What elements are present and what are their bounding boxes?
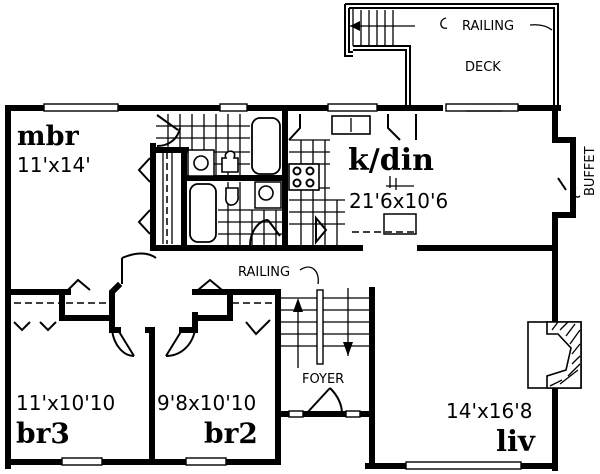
hall-walls bbox=[5, 252, 375, 469]
arrow-down-icon bbox=[343, 342, 353, 356]
windows bbox=[43, 103, 522, 470]
room-name-kdin: k/din bbox=[348, 143, 434, 178]
toilet-icon bbox=[225, 187, 239, 206]
bathtub-icon bbox=[189, 183, 217, 243]
room-liv: 14'x16'8 liv bbox=[446, 321, 582, 458]
room-name-br3: br3 bbox=[16, 417, 70, 450]
room-br2: 9'8x10'10 br2 bbox=[157, 391, 258, 450]
toilet-icon bbox=[221, 150, 239, 173]
buffet-label: BUFFET bbox=[583, 146, 598, 196]
room-name-liv: liv bbox=[496, 424, 536, 458]
room-name-mbr: mbr bbox=[17, 121, 79, 152]
stair-railing bbox=[316, 289, 324, 365]
room-dims-liv: 14'x16'8 bbox=[446, 399, 532, 423]
deck-stairs bbox=[350, 8, 415, 46]
stove-icon bbox=[288, 163, 320, 191]
arrow-up-icon bbox=[293, 298, 303, 312]
railing-leader bbox=[440, 17, 448, 29]
room-dims-br3: 11'x10'10 bbox=[16, 391, 115, 415]
refrigerator-icon bbox=[383, 213, 417, 235]
railing-label-stair: RAILING bbox=[238, 265, 290, 280]
deck-label: DECK bbox=[465, 60, 501, 75]
room-name-br2: br2 bbox=[204, 417, 258, 450]
deck: RAILING DECK bbox=[344, 3, 559, 106]
room-mbr: mbr 11'x14' bbox=[17, 121, 151, 235]
room-dims-mbr: 11'x14' bbox=[17, 153, 91, 177]
room-kdin: k/din 21'6x10'6 BUFFET bbox=[288, 114, 598, 246]
foyer-label: FOYER bbox=[302, 372, 344, 387]
room-dims-br2: 9'8x10'10 bbox=[157, 391, 256, 415]
foyer: RAILING FOYER bbox=[238, 265, 375, 418]
bath-fixtures bbox=[156, 114, 282, 247]
room-br3: 11'x10'10 br3 bbox=[16, 391, 115, 450]
sink-icon bbox=[193, 155, 209, 171]
interior-walls bbox=[150, 105, 558, 251]
sink-icon bbox=[258, 185, 274, 201]
stair-arrow-icon bbox=[350, 21, 360, 31]
bathtub-icon bbox=[251, 117, 281, 175]
room-dims-kdin: 21'6x10'6 bbox=[349, 189, 448, 213]
railing-label-top: RAILING bbox=[462, 19, 514, 34]
